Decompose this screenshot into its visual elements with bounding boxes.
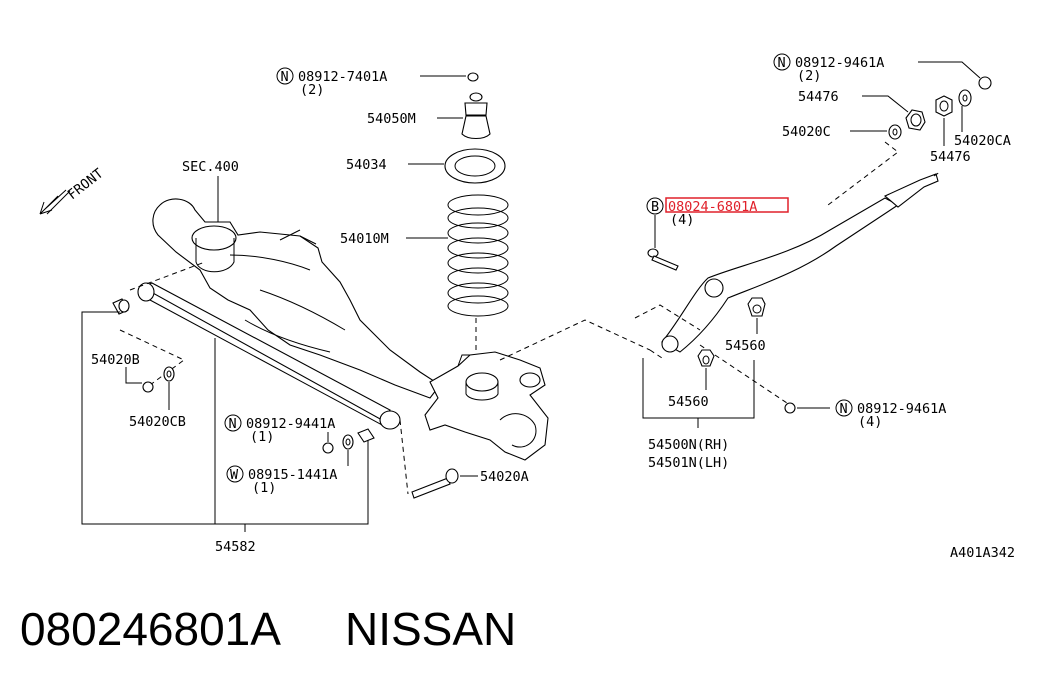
label-54050m: 54050M (367, 111, 416, 127)
c5-leader (918, 61, 981, 79)
top-nut-part (467, 72, 479, 82)
nut-54020b-part (142, 381, 154, 393)
n-symbol-icon (773, 53, 791, 71)
arm-nut-dash (699, 344, 791, 406)
washer-54020cb-part (163, 366, 175, 382)
callout-symbol: N (778, 55, 786, 71)
callout-code: 08024-6801A (668, 199, 757, 215)
callout-code: 08912-9461A (795, 55, 884, 71)
label-54476-right: 54476 (930, 149, 971, 165)
b-symbol-icon (646, 197, 664, 215)
label-54500n: 54500N(RH) (648, 437, 729, 453)
callout-symbol: N (229, 416, 237, 432)
nut-08912-9461a-top-part (978, 76, 992, 90)
bolt-dash (399, 419, 409, 495)
callout-symbol: N (840, 401, 848, 417)
label-54020b: 54020B (91, 352, 140, 368)
callout-08912-9461a-lower: N 08912-9461A (4) (835, 399, 946, 430)
link-end-dash (129, 261, 206, 291)
coil-spring-part (447, 194, 509, 317)
label-54010m: 54010M (340, 231, 389, 247)
sec-label: SEC.400 (182, 159, 239, 175)
bump-stop-part (461, 92, 491, 140)
label-54020a: 54020A (480, 469, 529, 485)
washer-54020c-part (888, 124, 902, 140)
label-54020c: 54020C (782, 124, 831, 140)
differential-housing (152, 198, 441, 399)
callout-qty: (1) (252, 480, 276, 496)
callout-qty: (4) (858, 414, 882, 430)
knuckle-part (424, 351, 549, 461)
part-number-title: 080246801A (20, 603, 281, 655)
figure-code: A401A342 (950, 545, 1015, 561)
c16-leader (125, 367, 142, 384)
front-arrow-icon (39, 189, 71, 215)
brand-title: NISSAN (345, 603, 516, 655)
label-54560-upper: 54560 (725, 338, 766, 354)
washer-08915-1441a-part (342, 428, 375, 450)
label-54476-upper: 54476 (798, 89, 839, 105)
callout-qty: (4) (670, 212, 694, 228)
control-arm-part (661, 171, 941, 353)
callout-symbol: W (230, 467, 239, 483)
n-symbol-icon (835, 399, 853, 417)
bushing-54560-lower-part (697, 349, 715, 367)
callout-08024-6801a[interactable]: B 08024-6801A (4) (646, 197, 789, 228)
nut-08912-9441a-part (322, 442, 334, 454)
front-label: FRONT (65, 166, 107, 204)
arm-top-dash (827, 141, 899, 206)
label-54560-lower: 54560 (668, 394, 709, 410)
nut-08912-9461a-lower-part (784, 402, 796, 414)
label-54034: 54034 (346, 157, 387, 173)
callout-qty: (2) (797, 68, 821, 84)
callout-08912-7401a-top: N 08912-7401A (2) (276, 67, 387, 98)
knuckle-to-arm-dash (499, 319, 651, 361)
bushing-54476-upper-part (905, 109, 926, 131)
c6-leader (862, 95, 909, 113)
spring-seat-part (444, 148, 506, 184)
highlight-box (665, 197, 789, 213)
bolt-54020a-part (411, 468, 459, 499)
bushing-54020b-part (112, 298, 130, 315)
label-54020ca: 54020CA (954, 133, 1011, 149)
n-symbol-icon (224, 414, 242, 432)
callout-qty: (2) (300, 82, 324, 98)
callout-08915-1441a: W 08915-1441A (1) (226, 465, 337, 496)
lateral-link-part (137, 282, 401, 430)
callout-qty: (1) (250, 429, 274, 445)
callout-08912-9461a-top: N 08912-9461A (2) (773, 53, 884, 84)
link-bracket (81, 311, 369, 525)
bushing-54476-right-part (935, 95, 953, 117)
callout-08912-9441a: N 08912-9441A (1) (224, 414, 335, 445)
callout-code: 08912-9441A (246, 416, 335, 432)
arm-frame-dash (634, 304, 701, 361)
label-54501n: 54501N(LH) (648, 455, 729, 471)
callout-symbol: B (651, 199, 659, 215)
callout-code: 08912-9461A (857, 401, 946, 417)
bolt-08024-6801a-part (647, 248, 679, 271)
n-symbol-icon (276, 67, 294, 85)
label-54020cb: 54020CB (129, 414, 186, 430)
callout-code: 08915-1441A (248, 467, 337, 483)
washer-54020ca-part (958, 89, 972, 107)
w-symbol-icon (226, 465, 244, 483)
callout-code: 08912-7401A (298, 69, 387, 85)
bushing-54560-upper-part (747, 297, 766, 317)
callout-symbol: N (281, 69, 289, 85)
label-54582: 54582 (215, 539, 256, 555)
